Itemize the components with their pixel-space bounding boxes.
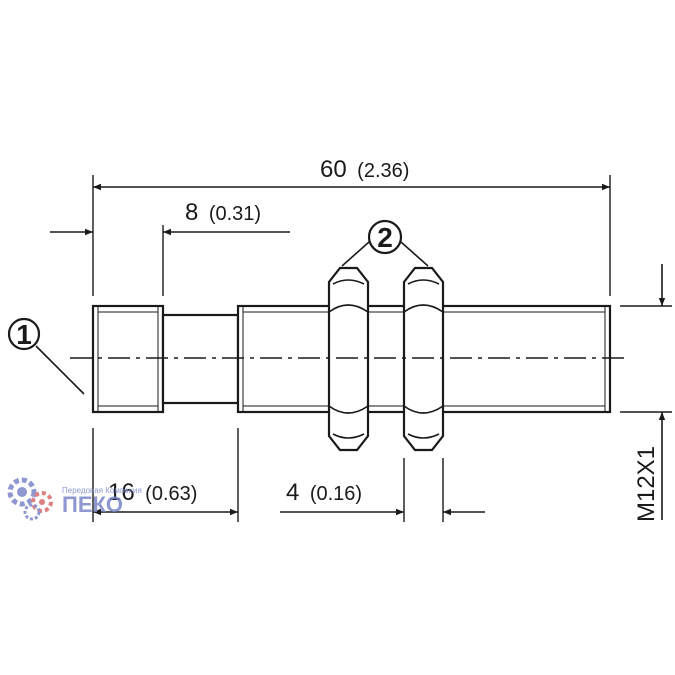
svg-text:16 (0.63): 16 (0.63) xyxy=(108,479,197,506)
nut-width-value: 4 xyxy=(286,479,299,506)
svg-text:60 (2.36): 60 (2.36) xyxy=(320,156,409,183)
connector-thread-section xyxy=(91,304,165,414)
mounting-nut-2 xyxy=(402,266,445,452)
callout-connector-number: 1 xyxy=(16,319,32,350)
callout-connector: 1 xyxy=(7,317,85,395)
gear-logo-icon xyxy=(7,477,53,521)
dimension-thread-size: M12X1 xyxy=(620,264,672,522)
overall-length-value: 60 xyxy=(320,156,347,183)
dimension-thread-start: 8 (0.31) xyxy=(50,199,290,296)
sensor-neck xyxy=(161,313,240,405)
callout-nuts-number: 2 xyxy=(377,222,393,253)
dimension-nut-width: 4 (0.16) xyxy=(280,458,485,522)
watermark-tagline: Передовая Компания xyxy=(62,486,142,495)
mounting-nut-1 xyxy=(327,266,370,452)
thread-start-value: 8 xyxy=(185,199,198,226)
svg-text:8 (0.31): 8 (0.31) xyxy=(185,199,261,226)
connector-length-inch: (0.63) xyxy=(145,483,197,505)
sensor-body xyxy=(70,266,630,452)
svg-text:4 (0.16): 4 (0.16) xyxy=(286,479,362,506)
dimension-overall-length: 60 (2.36) xyxy=(92,156,611,296)
dimension-connector-length: 16 (0.63) xyxy=(92,428,239,522)
watermark-logo-text: ПЕКО xyxy=(62,492,123,517)
connector-length-value: 16 xyxy=(108,479,135,506)
peko-watermark: Передовая Компания ПЕКО xyxy=(7,477,142,521)
thread-start-inch: (0.31) xyxy=(209,203,261,225)
callout-nuts: 2 xyxy=(341,219,429,267)
thread-size-label: M12X1 xyxy=(633,446,660,522)
overall-length-inch: (2.36) xyxy=(357,160,409,182)
nut-width-inch: (0.16) xyxy=(310,483,362,505)
